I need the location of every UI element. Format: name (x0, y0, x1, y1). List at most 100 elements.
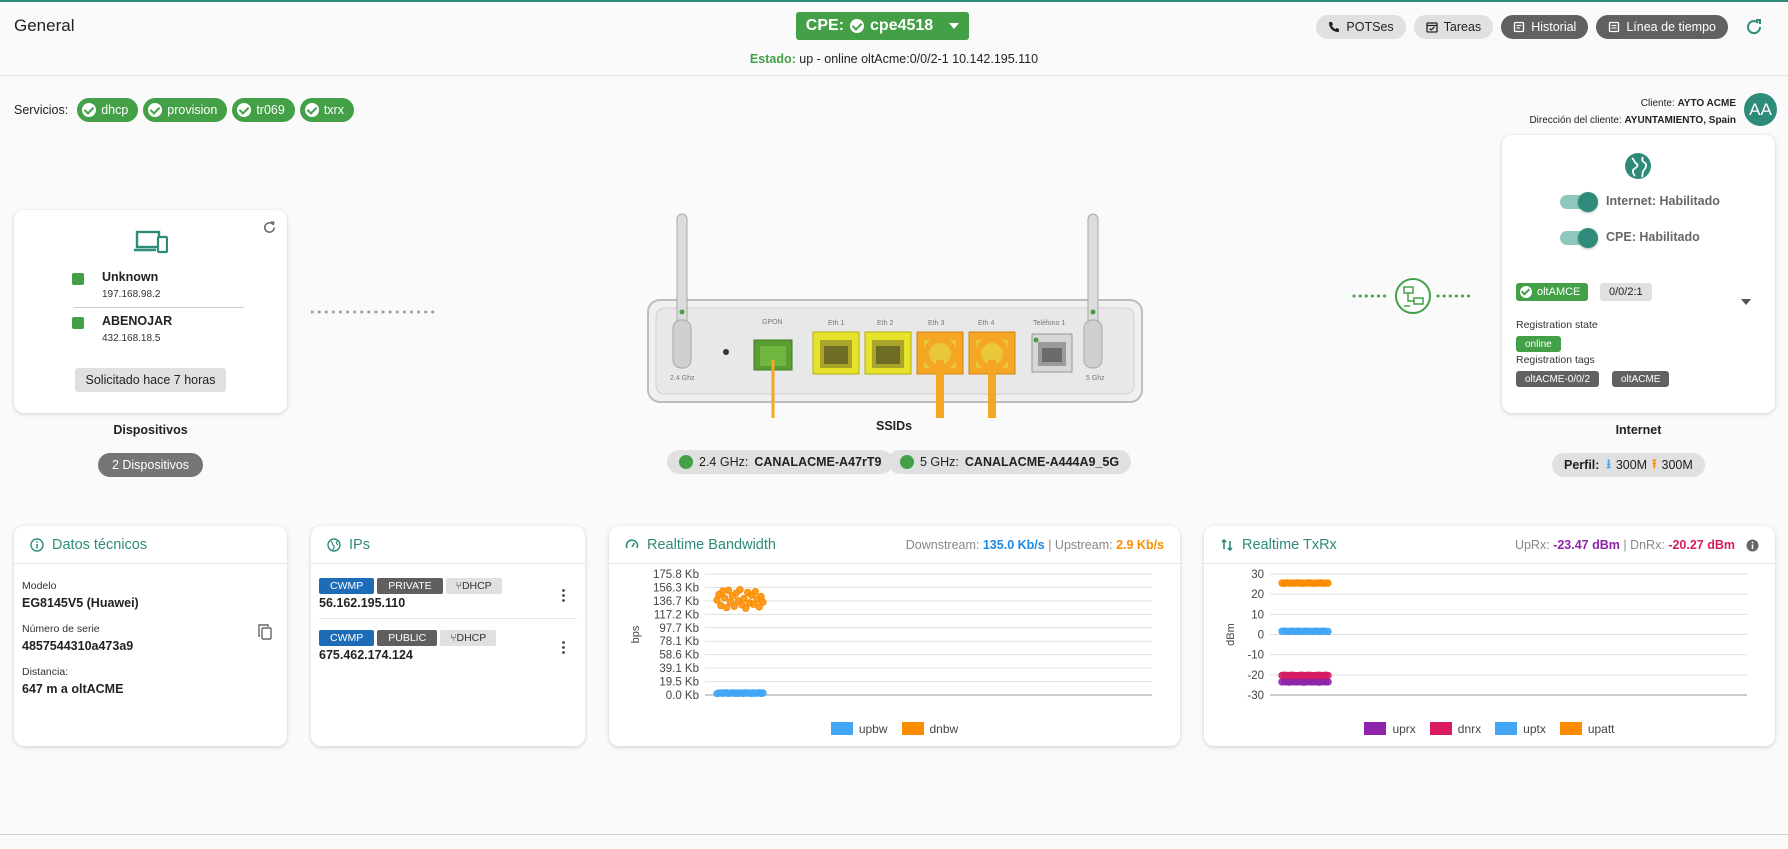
y-tick-label: 156.3 Kb (653, 582, 699, 594)
speedometer-icon (625, 538, 639, 548)
service-chip-label: txrx (323, 103, 344, 117)
y-tick-label: 20 (1251, 589, 1264, 601)
legend-item-dnbw[interactable]: dnbw (901, 722, 958, 736)
ssid-chip-5g[interactable]: 5 GHz: CANALACME-A444A9_5G (888, 450, 1132, 474)
service-chip-tr069[interactable]: tr069 (232, 98, 295, 122)
ssid-name: CANALACME-A444A9_5G (964, 455, 1120, 469)
tag-dhcp-label: DHCP (456, 632, 487, 644)
connector-dots (311, 310, 441, 314)
legend-item-upatt[interactable]: upatt (1559, 722, 1615, 736)
linea-tiempo-button[interactable]: Línea de tiempo (1596, 15, 1728, 39)
globe-icon (327, 537, 341, 552)
lan-icon (72, 317, 84, 329)
cpe-name: cpe4518 (870, 17, 934, 34)
card-header: Realtime TxRx (1204, 526, 1775, 564)
estado-value: up - online oltAcme:0/0/2-1 10.142.195.1… (799, 52, 1039, 66)
potses-label: POTSes (1346, 20, 1394, 34)
y-tick-label: 10 (1251, 609, 1264, 621)
tareas-button[interactable]: Tareas (1413, 15, 1494, 39)
ssid-name: CANALACME-A47rT9 (754, 455, 882, 469)
tag-dhcp: ⑂DHCP (440, 630, 497, 646)
data-point-upatt (1324, 579, 1332, 587)
down-value: 135.0 Kb/s (982, 538, 1045, 552)
potses-button[interactable]: POTSes (1316, 15, 1406, 39)
history-icon (1514, 21, 1525, 33)
service-chip-provision[interactable]: provision (143, 98, 228, 122)
avatar[interactable]: AA (1744, 93, 1777, 126)
ssid-band: 2.4 GHz: (699, 455, 749, 469)
data-point-dnbw (740, 594, 748, 603)
router-band-left: 2.4 Ghz (670, 375, 695, 382)
devices-count-button[interactable]: 2 Dispositivos (98, 453, 203, 477)
historial-button[interactable]: Historial (1501, 15, 1589, 39)
ssid-chip-2g[interactable]: 2.4 GHz: CANALACME-A47rT9 (667, 450, 894, 474)
cpe-toggle[interactable] (1560, 228, 1598, 248)
service-chip-label: provision (167, 103, 218, 117)
down-label: Downstream: (905, 538, 980, 552)
service-chip-dhcp[interactable]: dhcp (77, 98, 139, 122)
check-circle-icon (304, 103, 319, 117)
perfil-down: 300M (1615, 458, 1648, 472)
data-point-dnbw (736, 585, 744, 594)
more-vert-icon[interactable] (562, 641, 565, 654)
device-ip: 432.168.18.5 (102, 333, 161, 344)
router-illustration: 2.4 Ghz 5 Ghz GPON Eth 1 Eth 2 Eth 3 Eth… (647, 213, 1143, 418)
legend-item-uprx[interactable]: uprx (1364, 722, 1416, 736)
up-value: 2.9 Kb/s (1116, 538, 1164, 552)
tag-cwmp: CWMP (319, 630, 375, 646)
divider (319, 618, 577, 619)
cliente-label: Cliente: (1640, 98, 1675, 109)
legend-item-upbw[interactable]: upbw (830, 722, 888, 736)
devices-section-label: Dispositivos (113, 423, 188, 437)
port-label-eth1: Eth 1 (828, 320, 844, 327)
copy-icon[interactable] (258, 624, 272, 640)
port-label-eth2: Eth 2 (877, 320, 893, 327)
card-title: Datos técnicos (52, 536, 148, 553)
data-point-upbw (759, 689, 767, 697)
internet-toggle[interactable] (1560, 192, 1598, 212)
card-header: IPs (311, 526, 585, 564)
data-point-dnbw (742, 604, 750, 612)
check-circle-icon (1520, 286, 1532, 298)
datos-tecnicos-card: Datos técnicos Modelo EG8145V5 (Huawei) … (14, 526, 287, 746)
more-vert-icon[interactable] (562, 589, 565, 602)
info-icon (30, 537, 44, 552)
refresh-icon[interactable] (262, 220, 277, 235)
y-axis-label: dBm (1225, 623, 1237, 646)
legend-swatch (1495, 722, 1518, 735)
swap-vert-icon (1221, 538, 1233, 551)
legend-item-uptx[interactable]: uptx (1495, 722, 1546, 736)
chevron-down-icon[interactable] (1741, 299, 1751, 305)
y-tick-label: 78.1 Kb (659, 636, 699, 648)
devices-card: Unknown 197.168.98.2 ABENOJAR 432.168.18… (14, 210, 287, 413)
perfil-badge: Perfil: ⭳ 300M ⭱ 300M (1552, 453, 1705, 477)
devices-icon (134, 230, 168, 254)
router-band-right: 5 Ghz (1086, 375, 1105, 382)
legend-item-dnrx[interactable]: dnrx (1429, 722, 1481, 736)
service-chip-label: dhcp (101, 103, 129, 117)
distancia-value: 647 m a oltACME (22, 682, 124, 696)
reg-tag-chip: oltACME-0/0/2 (1516, 371, 1600, 387)
internet-toggle-label: Internet: Habilitado (1606, 194, 1720, 208)
legend-swatch (1364, 722, 1387, 735)
modelo-label: Modelo (22, 580, 57, 592)
data-point-dnbw (722, 603, 731, 612)
y-tick-label: 19.5 Kb (659, 677, 699, 689)
info-icon[interactable] (1746, 539, 1759, 552)
cpe-selector-button[interactable]: CPE: cpe4518 (796, 12, 969, 40)
port-label-eth4: Eth 4 (978, 320, 994, 327)
olt-name: oltAMCE (1537, 286, 1581, 298)
tag-dhcp-label: DHCP (461, 580, 492, 592)
chart-legend: uprx dnrx uptx upatt (1204, 722, 1775, 736)
service-chip-txrx[interactable]: txrx (299, 98, 354, 122)
check-circle-icon (82, 103, 97, 117)
olt-chip[interactable]: oltAMCE (1516, 283, 1589, 301)
port-label-gpon: GPON (762, 319, 783, 326)
legend-swatch (901, 722, 924, 735)
lan-icon (72, 273, 84, 285)
card-header: Datos técnicos (14, 526, 287, 564)
data-point-dnbw (730, 602, 738, 610)
refresh-icon[interactable] (1744, 17, 1764, 37)
